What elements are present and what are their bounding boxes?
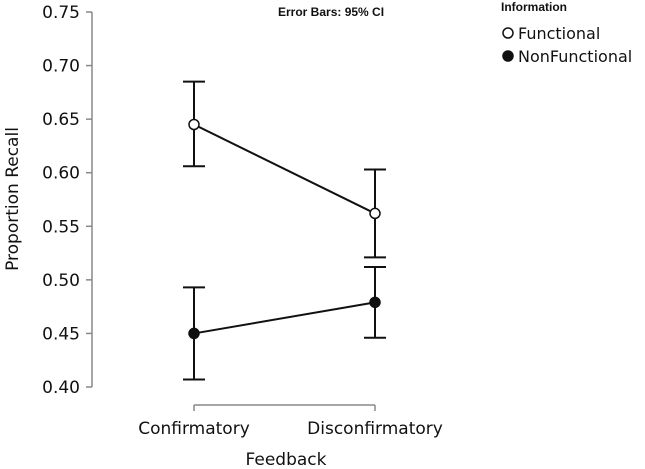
legend: Information Functional NonFunctional: [501, 0, 632, 66]
legend-title: Information: [501, 0, 567, 14]
y-axis-title: Proportion Recall: [3, 127, 23, 271]
y-tick-label-3: 0.55: [42, 217, 80, 237]
series-line-1: [193, 301, 376, 335]
point-0-1: [369, 207, 381, 220]
error-bar-note: Error Bars: 95% CI: [278, 5, 384, 19]
legend-label-nonfunctional: NonFunctional: [518, 47, 632, 66]
y-tick-label-7: 0.75: [42, 3, 80, 23]
series-0: [183, 80, 386, 259]
y-tick-label-1: 0.45: [42, 324, 80, 344]
y-tick-label-6: 0.70: [42, 57, 80, 77]
legend-label-functional: Functional: [518, 24, 600, 43]
y-tick-label-4: 0.60: [42, 164, 80, 184]
x-tick-label-0: Confirmatory: [138, 419, 250, 439]
x-axis-title: Feedback: [246, 450, 327, 469]
legend-marker-nonfunctional: [502, 50, 514, 62]
legend-marker-functional: [502, 27, 514, 39]
x-tick-label-1: Disconfirmatory: [307, 419, 443, 439]
point-0-0: [188, 118, 200, 131]
point-1-1: [369, 296, 381, 309]
y-tick-label-2: 0.50: [42, 271, 80, 291]
point-1-0: [188, 327, 200, 340]
y-axis: 0.40 0.45 0.50 0.55 0.60 0.65 0.70 0.75: [42, 3, 93, 398]
x-axis: Confirmatory Disconfirmatory: [138, 404, 443, 439]
series-1: [183, 266, 386, 381]
series-layer: [183, 80, 386, 381]
y-tick-label-0: 0.40: [42, 378, 80, 398]
series-line-0: [193, 123, 376, 215]
y-tick-label-5: 0.65: [42, 110, 80, 130]
